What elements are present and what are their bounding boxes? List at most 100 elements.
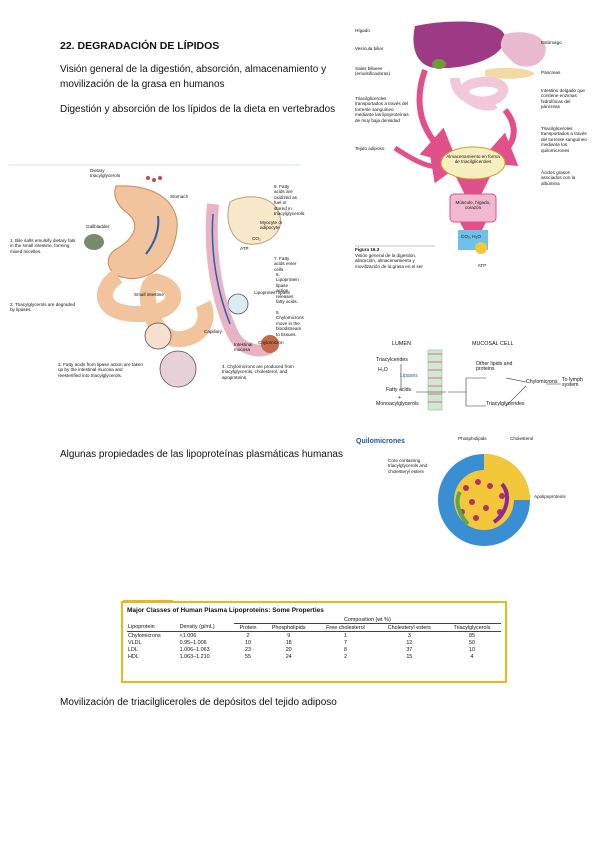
- chylomicron-shape: [261, 335, 279, 353]
- label-myocyte: Myocyte or adipocyte: [260, 220, 283, 231]
- cell: 10: [244, 639, 251, 646]
- label-pancreas: Páncreas: [541, 70, 561, 75]
- table-row: HDL 1.063–1.210 55 24 2 15 4: [127, 653, 501, 660]
- label-storage: Almacenamiento en forma de triacilglicer…: [446, 154, 500, 165]
- label-lipases: Lipases: [400, 373, 418, 379]
- cell: 3: [407, 632, 411, 639]
- table-row: LDL 1.006–1.063 23 20 8 37 10: [127, 646, 501, 653]
- cell: 8: [343, 646, 347, 653]
- cell: HDL: [128, 653, 139, 660]
- label-mucosal-cell: MUCOSAL CELL: [472, 341, 514, 347]
- label-fatty-acids-albumin: Ácidos grasos asociados con la albúmina: [541, 170, 576, 186]
- cell: VLDL: [128, 639, 142, 646]
- label-lumen: LUMEN: [392, 341, 411, 347]
- col-protein: Protein: [233, 623, 263, 632]
- table-caption: Major Classes of Human Plasma Lipoprotei…: [127, 607, 324, 614]
- intestine-shape: [450, 76, 509, 111]
- step-1: 1. Bile salts emulsify dietary fats in t…: [10, 238, 76, 254]
- label-core: Core containing triacylglycerols and cho…: [388, 458, 428, 474]
- label-chylomicron: Chylomicron: [258, 340, 284, 345]
- label-small-intestine: Intestino delgado que contiene enzimas h…: [541, 88, 585, 110]
- cell: 23: [244, 646, 251, 653]
- label-liver: Hígado: [355, 28, 370, 33]
- label-other: Other lipids and proteins: [476, 361, 513, 373]
- mucosa-zoom: [159, 350, 197, 388]
- myocyte-shape: [227, 196, 282, 245]
- cell: 85: [468, 632, 475, 639]
- label-cholesterol: Cholesterol: [510, 436, 534, 441]
- label-muscle: Músculo, hígado, corazón: [455, 200, 491, 211]
- label-atp: ATP: [240, 246, 249, 251]
- label-tag-out: Triacylglycerides: [486, 401, 525, 407]
- label-stomach: Estómago: [541, 40, 562, 45]
- properties-heading: Algunas propiedades de las lipoproteínas…: [60, 449, 343, 460]
- absorption-figure: LUMEN MUCOSAL CELL Triacylcerides H₂O Li…: [356, 341, 588, 416]
- muscle-box: [449, 193, 497, 223]
- cell: 24: [285, 653, 292, 660]
- col-density: Density (g/mL): [178, 623, 234, 632]
- pancreas-shape: [485, 67, 535, 79]
- label-mag: Monoacylglycerols: [376, 401, 419, 407]
- cell: 1: [343, 632, 347, 639]
- storage-ellipse: [440, 146, 506, 180]
- label-vldl-transport: Triacilgliceroles transportados a través…: [355, 96, 409, 123]
- gallbladder-shape: [84, 234, 104, 250]
- label-lipase: Lipoprotein lipase: [254, 290, 291, 295]
- step-4: 4. Chylomicrons are produced from triacy…: [222, 364, 294, 380]
- cell: 37: [406, 646, 413, 653]
- step-7: 7. Fatty acids enter cells.: [274, 256, 297, 272]
- digestion-heading: Digestión y absorción de los lípidos de …: [60, 104, 336, 115]
- cell: 50: [468, 639, 475, 646]
- overview-caption-title: Figura 16.3: [355, 247, 380, 252]
- step-6: 6. Lipoprotein lipase action releases fa…: [276, 272, 299, 305]
- overview-heading: Visión general de la digestión, absorció…: [60, 64, 327, 90]
- label-products: CO₂, H₂O: [461, 234, 481, 239]
- cell: 18: [285, 639, 292, 646]
- cell: 1.063–1.210: [179, 653, 210, 660]
- label-plus: +: [398, 395, 402, 401]
- cell: 15: [406, 653, 413, 660]
- digestion-illustration: [8, 164, 300, 388]
- label-capillary: Capillary: [204, 329, 222, 334]
- label-co2: CO₂: [252, 236, 261, 241]
- col-lipoprotein: Lipoprotein: [127, 623, 179, 632]
- liver-shape: [413, 21, 505, 69]
- label-apoprotein: Apolipoproteins: [534, 494, 566, 499]
- label-chylomicron-transport: Triacilgliceroles transportados a través…: [541, 126, 587, 153]
- label-small-intestine: Small intestine: [134, 292, 164, 297]
- overview-figure: Hígado Vesícula biliar Sales biliares (e…: [355, 18, 587, 273]
- chylomicron-title: Quilomicrones: [356, 438, 406, 445]
- cell: 2: [246, 632, 250, 639]
- intestine-shape: [96, 269, 214, 348]
- step-2: 2. Triacylglycerols are degraded by lipa…: [10, 302, 76, 313]
- lipase-zoom: [227, 293, 249, 315]
- overview-illustration: [355, 21, 546, 254]
- col-free-cholesterol: Free cholesterol: [315, 623, 376, 632]
- col-phospholipids: Phospholipids: [262, 623, 316, 632]
- label-dietary: Dietary triacylglycerols: [90, 168, 121, 179]
- lipoprotein-table: Major Classes of Human Plasma Lipoprotei…: [121, 600, 507, 683]
- page-title: 22. DEGRADACIÓN DE LÍPIDOS: [60, 40, 220, 52]
- col-triacylglycerols: Triacylglycerols: [442, 623, 501, 632]
- cell: 10: [468, 646, 475, 653]
- label-gallbladder: Gallbladder: [86, 224, 110, 229]
- cell: 0.95–1.006: [179, 639, 207, 646]
- cell: 9: [287, 632, 291, 639]
- label-lymph: To lymph system: [562, 377, 583, 389]
- step-8: 8. Fatty acids are oxidized as fuel or s…: [274, 184, 306, 217]
- label-gallbladder: Vesícula biliar: [355, 46, 384, 51]
- membrane: [427, 349, 443, 411]
- label-water: H₂O: [378, 367, 388, 373]
- step-3: 3. Fatty acids from lipase action are ta…: [58, 362, 144, 378]
- cell: 55: [244, 653, 251, 660]
- cell: 1.006–1.063: [179, 646, 210, 653]
- cell: 7: [343, 639, 347, 646]
- overview-caption: Visión general de la digestión, absorció…: [355, 253, 423, 269]
- step-5: 5. Chylomicrons move in the bloodstream …: [276, 310, 304, 337]
- col-cholesteryl-esters: Cholesteryl esters: [375, 623, 443, 632]
- label-stomach: Stomach: [170, 194, 189, 199]
- chylomicron-illustration: [438, 454, 530, 546]
- cell: LDL: [128, 646, 138, 653]
- label-adipose: Tejido adiposo: [355, 146, 385, 151]
- label-phospholipids: Phospholipids: [458, 436, 487, 441]
